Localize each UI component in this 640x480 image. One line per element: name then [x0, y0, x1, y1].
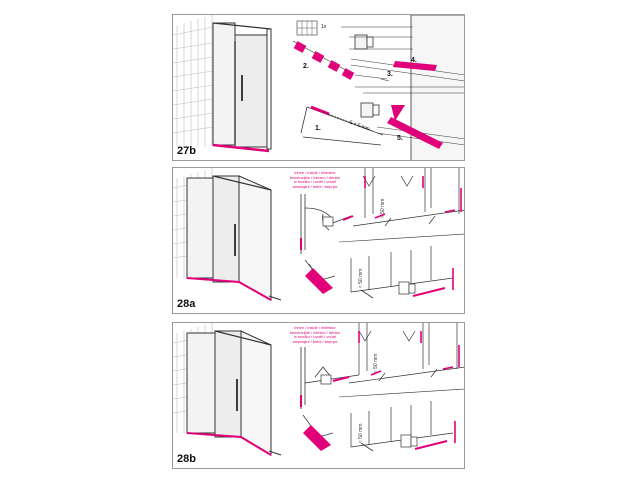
step-28b-illustration [173, 323, 464, 456]
step-27b-panel: 27b 1x 1. 2. 3. 4. 5. 5 + 5 mm [172, 14, 465, 161]
marker-step-2: 2. [303, 63, 309, 70]
step-28a-illustration [173, 168, 464, 301]
step-number: 28b [177, 453, 196, 465]
inside-note-line-3: w środku / uvnitř / vnútri [293, 179, 337, 185]
inside-note-line-1: innen / inside / intérieur [294, 170, 336, 175]
inside-note: innen / inside / intérieur binnenzijde /… [279, 325, 351, 344]
dimension-label-bottom: ≈ 50 mm [358, 268, 364, 288]
inside-note-line-2: binnenzijde / interno / dentro [289, 329, 341, 335]
dimension-label-bottom: ≈ 50 mm [358, 423, 364, 443]
step-28a-panel: 28a innen / inside / intérieur binnenzij… [172, 167, 465, 314]
dimension-label-top: ≈ 50 mm [380, 198, 386, 218]
inside-note-line-4: wewnątrz / belül / внутри [292, 183, 338, 189]
inside-note-line-1: innen / inside / intérieur [294, 325, 336, 330]
step-27b-illustration [173, 15, 464, 160]
step-number: 27b [177, 145, 196, 157]
step-number: 28a [177, 298, 196, 310]
marker-1x: 1x [321, 24, 327, 30]
dimension-label-top: ≈ 50 mm [373, 353, 379, 373]
marker-step-3: 3. [387, 71, 393, 78]
marker-step-5: 5. [397, 135, 403, 142]
inside-note-line-2: binnenzijde / interno / dentro [289, 174, 341, 180]
inside-note-line-4: wewnątrz / belül / внутри [292, 338, 338, 344]
marker-step-1: 1. [315, 125, 321, 132]
inside-note: innen / inside / intérieur binnenzijde /… [279, 170, 351, 189]
step-28b-panel: 28b innen / inside / intérieur binnenzij… [172, 322, 465, 469]
inside-note-line-3: w środku / uvnitř / vnútri [293, 334, 337, 340]
marker-step-4: 4. [411, 57, 417, 64]
